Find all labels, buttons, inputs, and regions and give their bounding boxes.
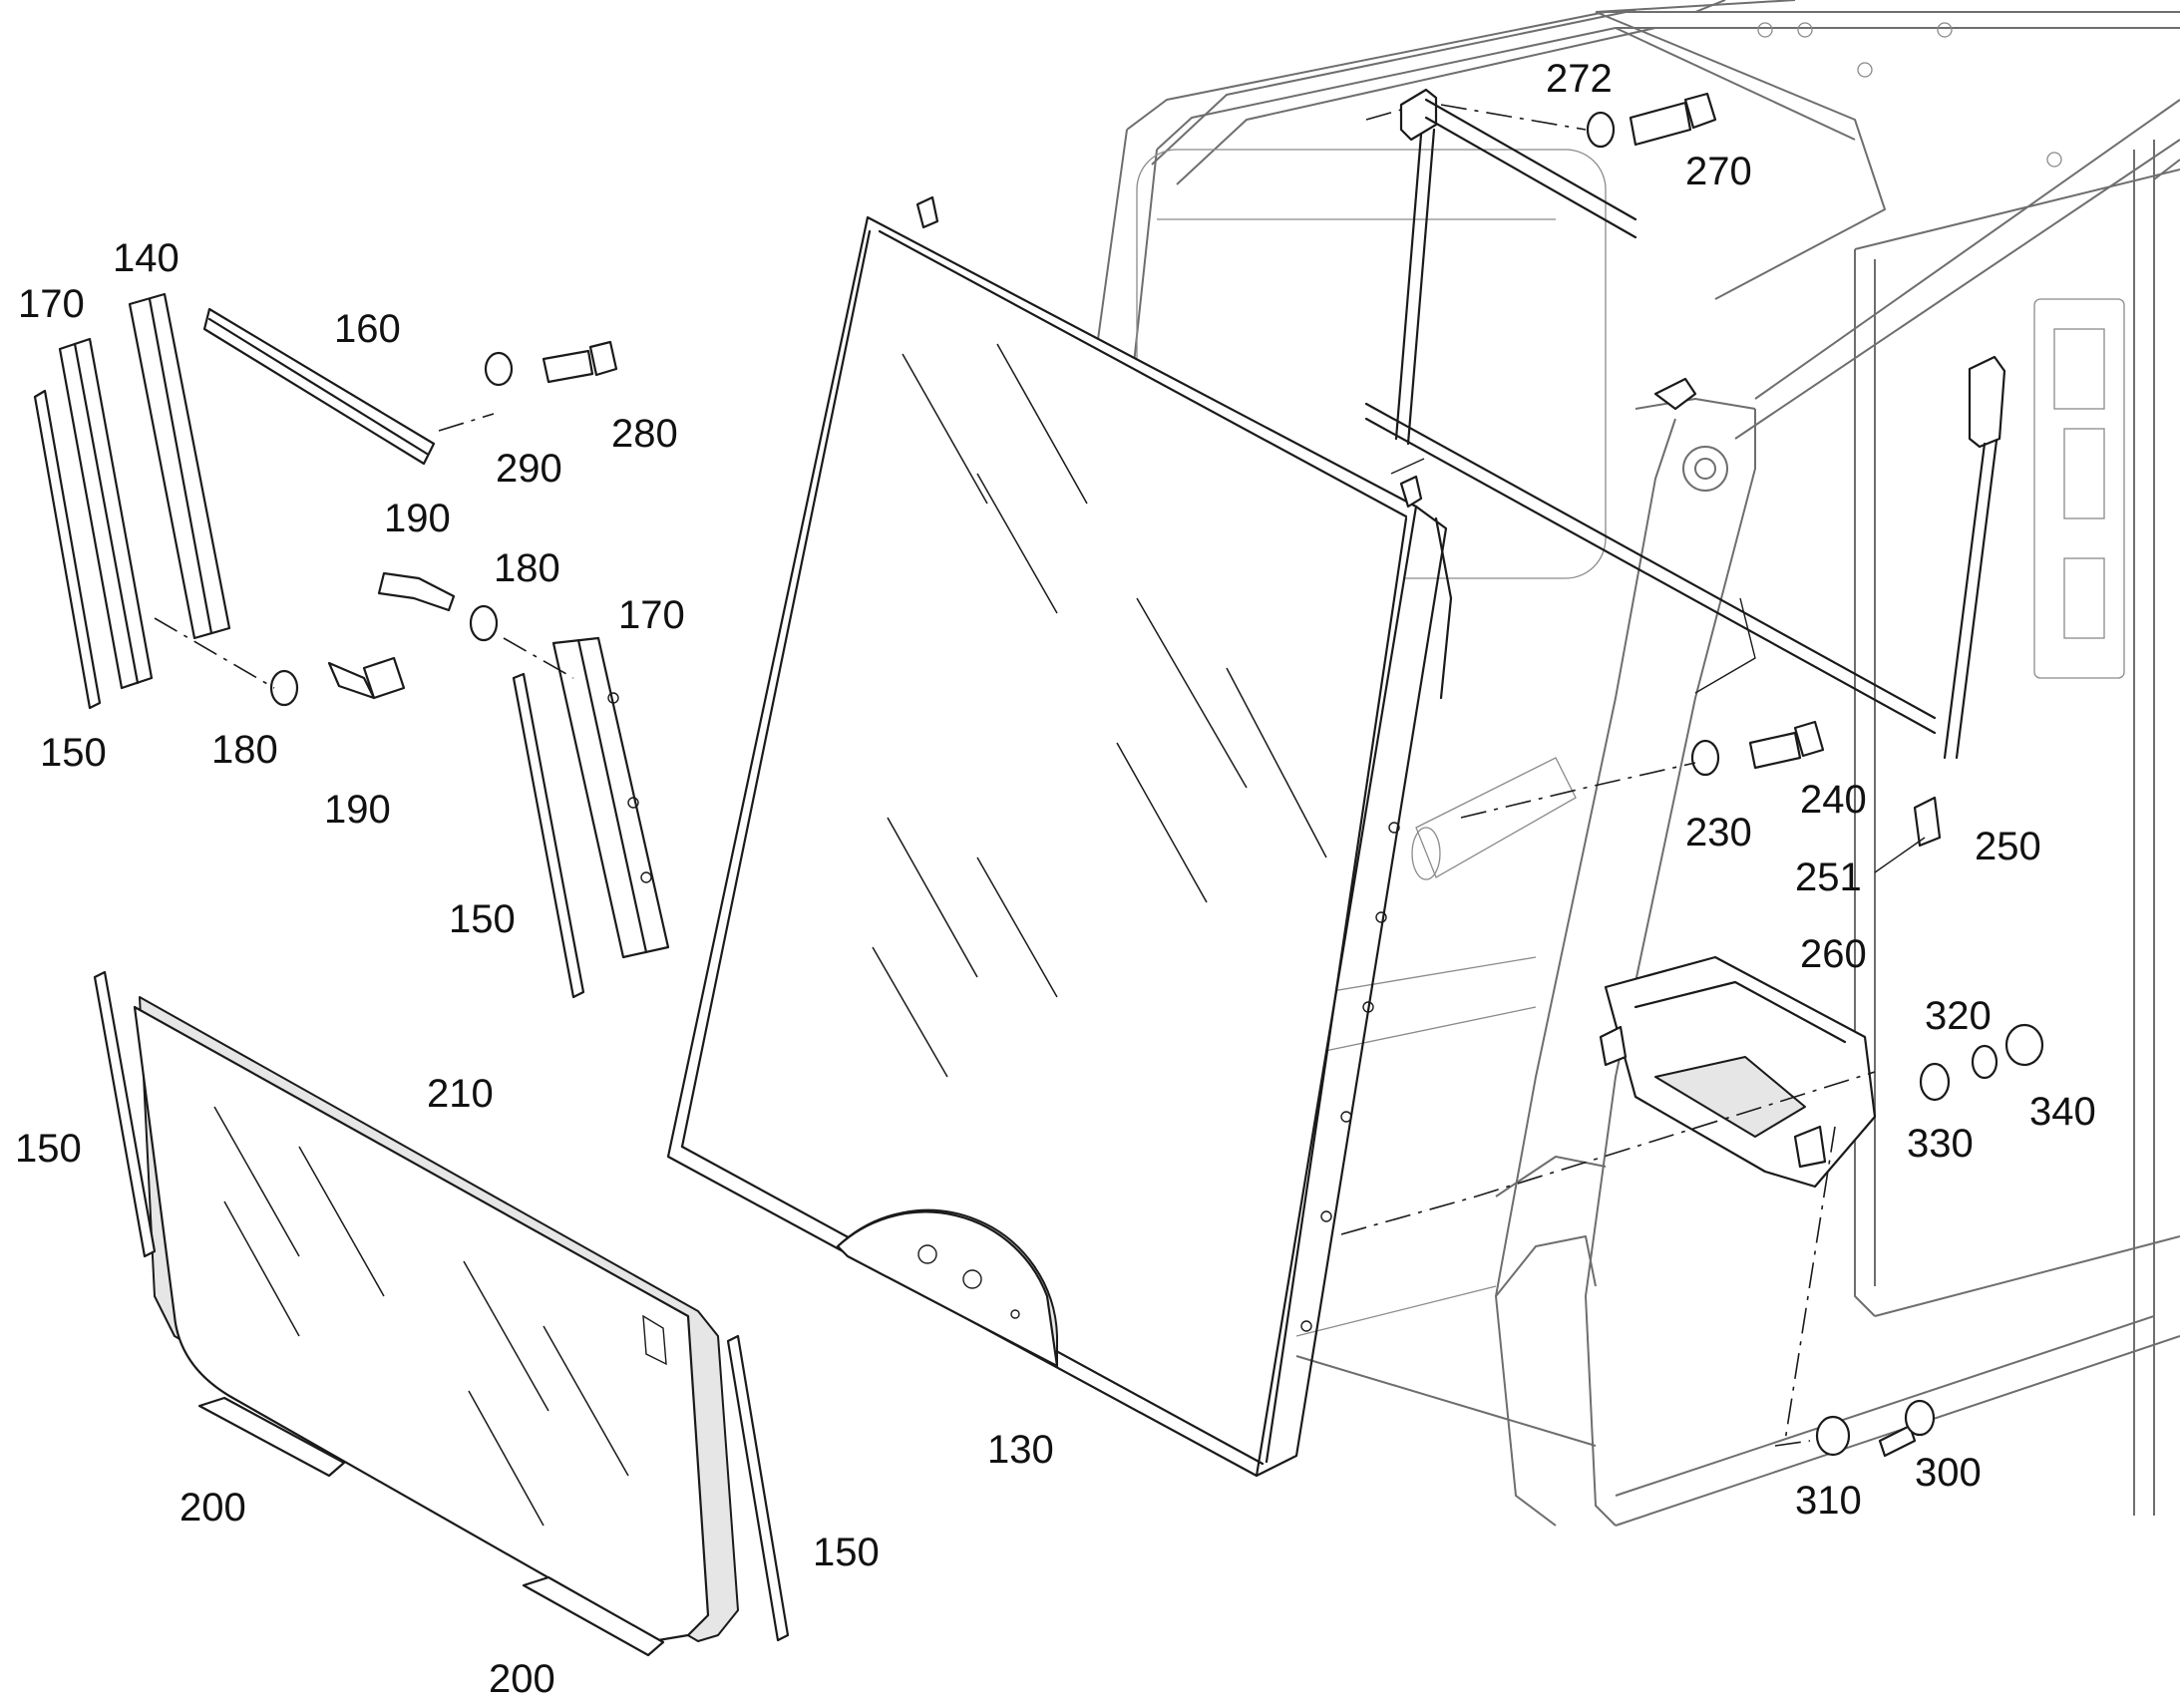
callout-210: 210: [427, 1072, 494, 1116]
callout-200-b: 200: [489, 1657, 555, 1701]
callout-150-a: 150: [40, 731, 107, 775]
fasteners: [269, 92, 2044, 1458]
callout-150-d: 150: [813, 1531, 880, 1574]
callout-140: 140: [113, 236, 180, 280]
callout-230: 230: [1685, 811, 1752, 854]
callout-150-c: 150: [15, 1127, 82, 1171]
callout-180-a: 180: [494, 546, 560, 590]
upper-rod-assembly: [1364, 88, 2006, 848]
cover-box-260: [1599, 955, 1877, 1189]
callout-labels: 130 140 150 150 150 150 160 170 170 180 …: [15, 57, 2096, 1701]
callout-250: 250: [1975, 825, 2041, 868]
callout-320: 320: [1925, 994, 1992, 1038]
callout-150-b: 150: [449, 897, 516, 941]
callout-310: 310: [1795, 1479, 1862, 1523]
callout-160: 160: [334, 307, 401, 351]
callout-340: 340: [2029, 1090, 2096, 1134]
lower-window-glass: [133, 996, 739, 1642]
callout-270: 270: [1685, 150, 1752, 193]
setting-blocks-200: [197, 1396, 665, 1657]
callout-170-b: 170: [618, 593, 685, 637]
angle-bar-160: [202, 307, 436, 466]
callout-272: 272: [1546, 57, 1613, 101]
callout-240: 240: [1800, 778, 1867, 822]
callout-leaders: [1390, 458, 1926, 873]
callout-330: 330: [1907, 1122, 1974, 1166]
channel-profiles: [58, 292, 670, 959]
callout-130: 130: [987, 1428, 1054, 1472]
callout-170-a: 170: [18, 282, 85, 326]
callout-260: 260: [1800, 932, 1867, 976]
main-window-glass: [666, 195, 1453, 1478]
callout-180-b: 180: [211, 728, 278, 772]
callout-190-b: 190: [324, 788, 391, 832]
callout-290: 290: [496, 447, 562, 491]
callout-190-a: 190: [384, 497, 451, 540]
seal-strips-150: [33, 389, 790, 1642]
callout-200-a: 200: [180, 1486, 246, 1530]
callout-251: 251: [1795, 855, 1862, 899]
assembly-leader-lines: [154, 413, 1876, 1447]
callout-300: 300: [1915, 1451, 1982, 1495]
cab-frame: [1076, 0, 2180, 1527]
callout-280: 280: [611, 412, 678, 456]
